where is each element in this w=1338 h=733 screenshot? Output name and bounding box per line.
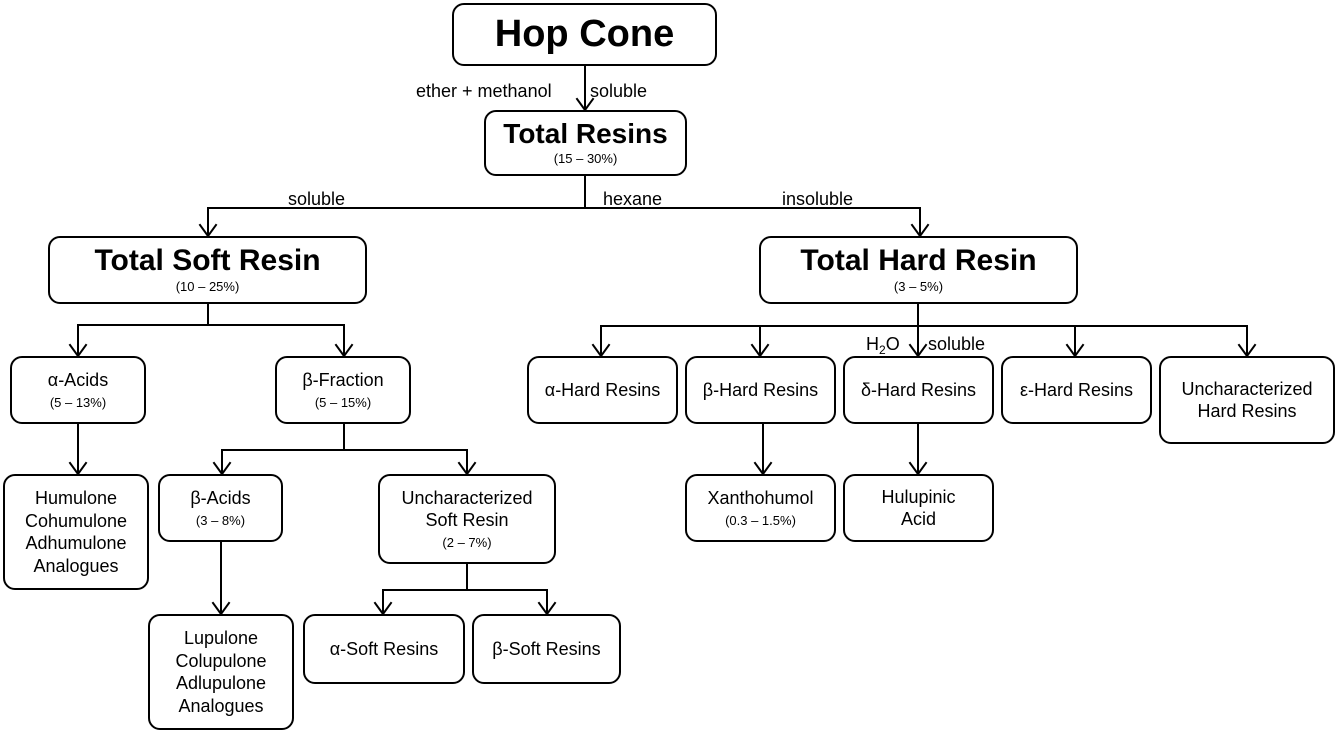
compound-name: Cohumulone	[24, 510, 128, 531]
edge-label-ether-methanol: ether + methanol	[416, 81, 552, 101]
edge-uncharacterized-soft-split	[382, 563, 548, 615]
node-title: Hop Cone	[494, 12, 675, 55]
node-beta-acid-list: Lupulone Colupulone Adlupulone Analogues	[148, 614, 294, 730]
node-title: Xanthohumol	[707, 488, 814, 509]
node-alpha-soft-resins: α-Soft Resins	[303, 614, 465, 684]
node-total-resins: Total Resins (15 – 30%)	[484, 110, 687, 176]
node-title: β-Soft Resins	[492, 638, 601, 659]
node-alpha-hard-resins: α-Hard Resins	[527, 356, 678, 424]
compound-name: Analogues	[178, 695, 264, 716]
node-hulupinic-acid: Hulupinic Acid	[843, 474, 994, 542]
node-total-hard-resin: Total Hard Resin (3 – 5%)	[759, 236, 1078, 304]
edge-label-h2o: H2O	[866, 334, 902, 357]
node-title: α-Soft Resins	[329, 638, 439, 659]
node-epsilon-hard-resins: ε-Hard Resins	[1001, 356, 1152, 424]
node-title: Soft Resin	[425, 510, 509, 531]
node-title: Uncharacterized	[1181, 378, 1313, 399]
node-percentage: (10 – 25%)	[175, 279, 240, 295]
node-title: α-Hard Resins	[544, 379, 661, 400]
compound-name: Adlupulone	[175, 673, 267, 693]
node-title: δ-Hard Resins	[860, 379, 977, 400]
node-uncharacterized-soft-resin: Uncharacterized Soft Resin (2 – 7%)	[378, 474, 556, 564]
node-xanthohumol: Xanthohumol (0.3 – 1.5%)	[685, 474, 836, 542]
node-title: Uncharacterized	[401, 487, 533, 508]
node-title: Acid	[900, 509, 936, 529]
node-title: β-Fraction	[302, 370, 384, 391]
edge-label-soluble-top: soluble	[590, 81, 648, 101]
node-title: Total Soft Resin	[94, 243, 321, 277]
node-percentage: (15 – 30%)	[553, 151, 618, 167]
node-uncharacterized-hard-resins: Uncharacterized Hard Resins	[1159, 356, 1335, 444]
node-percentage: (3 – 8%)	[195, 512, 246, 528]
edge-soft-split	[77, 303, 345, 357]
node-title: ε-Hard Resins	[1019, 379, 1134, 400]
edge-hard-split	[600, 303, 1248, 357]
node-alpha-acids: α-Acids (5 – 13%)	[10, 356, 146, 424]
node-delta-hard-resins: δ-Hard Resins	[843, 356, 994, 424]
node-beta-hard-resins: β-Hard Resins	[685, 356, 836, 424]
edge-label-soluble-left: soluble	[288, 189, 346, 209]
compound-name: Lupulone	[183, 628, 259, 648]
node-beta-acids: β-Acids (3 – 8%)	[158, 474, 283, 542]
node-beta-soft-resins: β-Soft Resins	[472, 614, 621, 684]
compound-name: Adhumulone	[25, 533, 127, 553]
node-percentage: (2 – 7%)	[442, 534, 492, 550]
edge-label-insoluble: insoluble	[782, 189, 854, 209]
node-total-soft-resin: Total Soft Resin (10 – 25%)	[48, 236, 367, 304]
compound-name: Colupulone	[175, 650, 267, 671]
node-title: β-Acids	[190, 488, 251, 509]
node-percentage: (3 – 5%)	[893, 279, 944, 295]
node-beta-fraction: β-Fraction (5 – 15%)	[275, 356, 411, 424]
edge-resins-split	[207, 175, 921, 237]
node-title: Hard Resins	[1197, 401, 1297, 421]
node-percentage: (5 – 15%)	[314, 394, 372, 410]
edge-label-soluble-h2o: soluble	[928, 334, 986, 354]
node-title: Hulupinic	[881, 486, 956, 507]
compound-name: Analogues	[33, 555, 119, 576]
node-percentage: (5 – 13%)	[49, 394, 107, 410]
node-title: Total Hard Resin	[800, 243, 1037, 277]
node-hop-cone: Hop Cone	[452, 3, 717, 66]
edge-label-hexane: hexane	[603, 189, 663, 209]
node-title: Total Resins	[503, 117, 668, 149]
node-title: β-Hard Resins	[702, 379, 819, 400]
node-alpha-acid-list: Humulone Cohumulone Adhumulone Analogues	[3, 474, 149, 590]
edge-beta-fraction-split	[221, 423, 468, 475]
node-title: α-Acids	[47, 370, 109, 391]
node-percentage: (0.3 – 1.5%)	[725, 512, 796, 528]
compound-name: Humulone	[34, 488, 118, 508]
